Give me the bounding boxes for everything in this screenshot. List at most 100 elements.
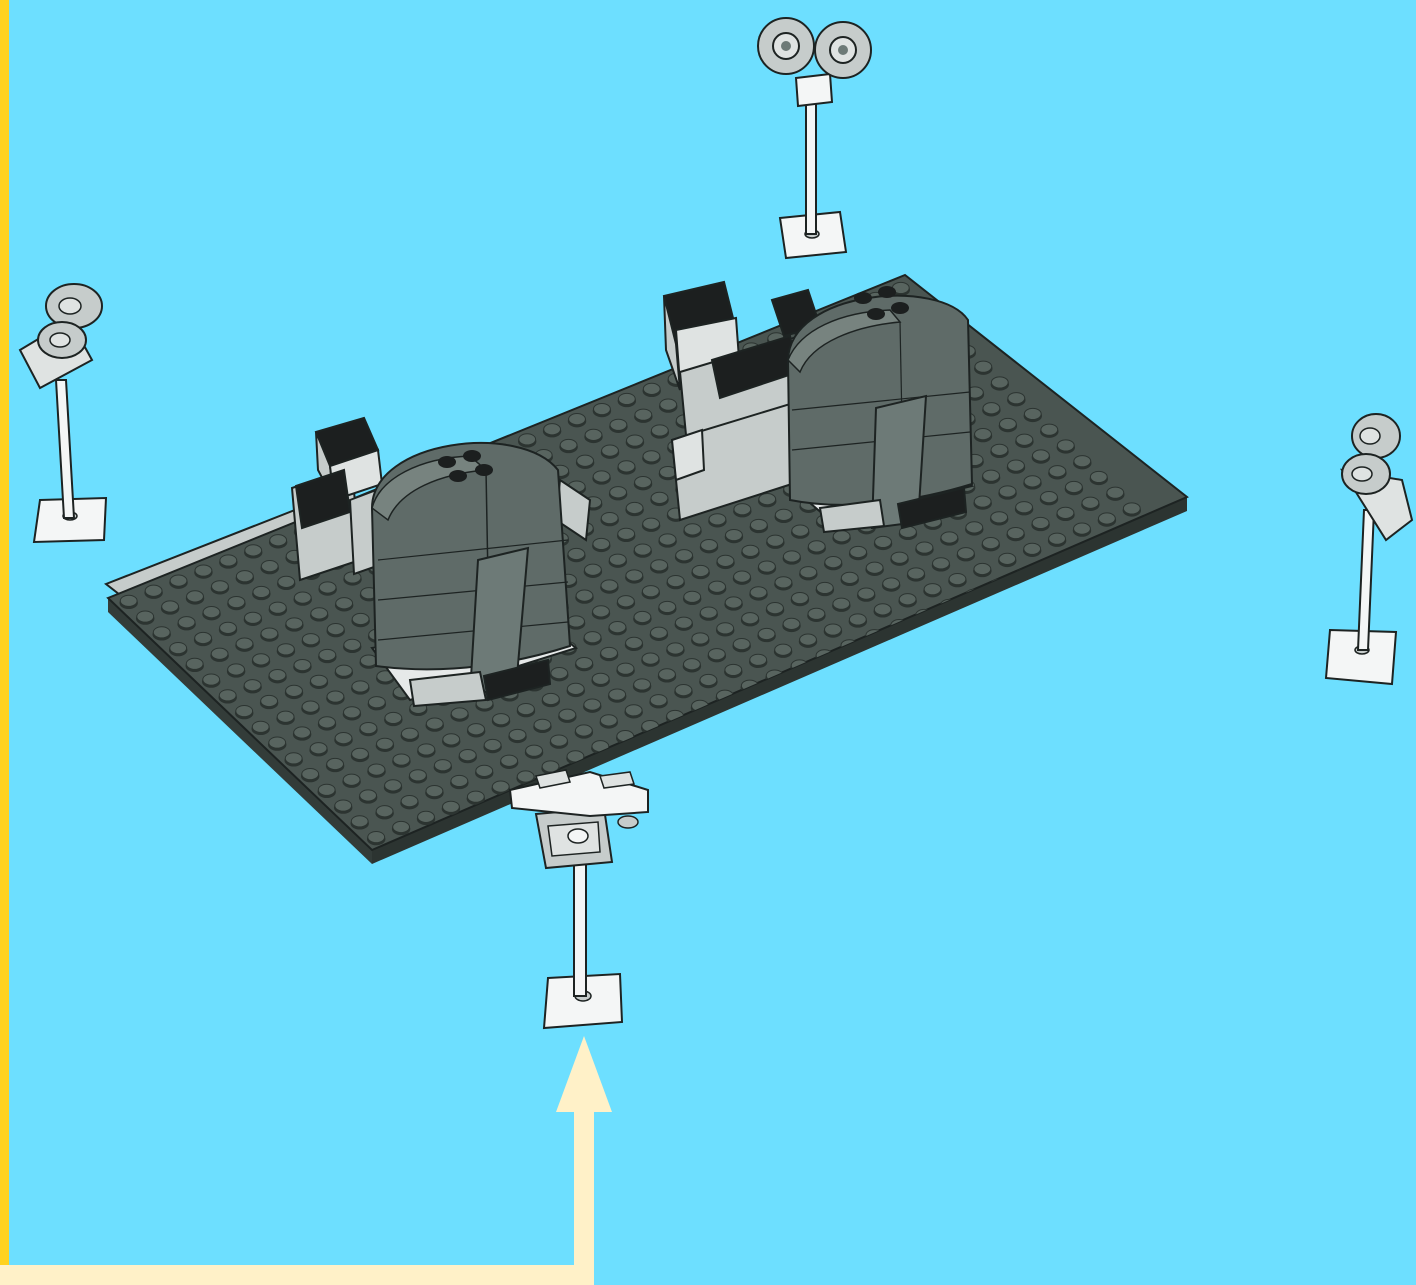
baseplate-stud-top (642, 586, 659, 597)
baseplate-stud-top (577, 455, 594, 466)
baseplate-stud-top (941, 532, 958, 543)
baseplate-stud-top (385, 780, 402, 791)
baseplate-stud-top (518, 703, 535, 714)
baseplate-stud-top (492, 781, 509, 792)
baseplate-stud-top (999, 553, 1016, 564)
baseplate-stud-top (841, 572, 858, 583)
baseplate-stud-top (401, 728, 418, 739)
baseplate-stud-top (501, 755, 518, 766)
baseplate-stud-top (519, 434, 536, 445)
baseplate-stud-top (609, 622, 626, 633)
baseplate-stud-top (991, 444, 1008, 455)
baseplate-stud-top (278, 576, 295, 587)
baseplate-stud-top (327, 624, 344, 635)
baseplate-stud-top (476, 765, 493, 776)
baseplate-stud-top (708, 649, 725, 660)
baseplate-stud-top (344, 707, 361, 718)
baseplate-stud-top (660, 399, 677, 410)
baseplate-stud-top (916, 542, 933, 553)
baseplate-stud-top (1057, 507, 1074, 518)
baseplate-stud-top (750, 519, 767, 530)
baseplate-stud-top (635, 409, 652, 420)
baseplate-stud-top (874, 604, 891, 615)
baseplate-stud-top (569, 414, 586, 425)
baseplate-stud-top (335, 733, 352, 744)
baseplate-stud-top (592, 673, 609, 684)
baseplate-stud-top (593, 471, 610, 482)
baseplate-stud-top (252, 721, 269, 732)
baseplate-stud-top (750, 587, 767, 598)
baseplate-stud-top (376, 806, 393, 817)
baseplate-stud-top (733, 638, 750, 649)
baseplate-stud-top (344, 639, 361, 650)
baseplate-stud-top (451, 775, 468, 786)
baseplate-stud-top (286, 685, 303, 696)
light-pole-left (20, 284, 106, 542)
baseplate-stud-top (560, 439, 577, 450)
baseplate-stud-top (137, 611, 154, 622)
baseplate-stud-top (991, 512, 1008, 523)
baseplate-stud-top (601, 580, 618, 591)
baseplate-stud-top (261, 628, 278, 639)
baseplate-stud-top (352, 613, 369, 624)
baseplate-stud-top (385, 712, 402, 723)
baseplate-stud-top (228, 596, 245, 607)
baseplate-stud-top (245, 612, 262, 623)
baseplate-stud-top (335, 665, 352, 676)
baseplate-stud-top (800, 567, 817, 578)
baseplate-stud-top (825, 624, 842, 635)
baseplate-stud-top (783, 618, 800, 629)
baseplate-stud-top (600, 715, 617, 726)
baseplate-stud-top (1082, 497, 1099, 508)
baseplate-stud-top (468, 724, 485, 735)
baseplate-stud-top (418, 811, 435, 822)
baseplate-stud-top (576, 657, 593, 668)
baseplate-stud-top (211, 648, 228, 659)
baseplate-stud-top (617, 596, 634, 607)
baseplate-stud-top (568, 548, 585, 559)
baseplate-stud-top (792, 592, 809, 603)
baseplate-stud-top (643, 451, 660, 462)
baseplate-stud-top (294, 659, 311, 670)
baseplate-stud-top (642, 653, 659, 664)
baseplate-stud-top (643, 518, 660, 529)
baseplate-stud-top (660, 466, 677, 477)
light-pole-right (1326, 414, 1412, 684)
baseplate-stud-top (683, 659, 700, 670)
baseplate-stud-top (368, 764, 385, 775)
baseplate-stud-top (311, 608, 328, 619)
baseplate-stud-top (187, 591, 204, 602)
baseplate-stud-top (750, 654, 767, 665)
baseplate-stud-top (800, 634, 817, 645)
baseplate-stud-top (220, 555, 237, 566)
baseplate-stud-top (767, 603, 784, 614)
baseplate-stud-top (1024, 476, 1041, 487)
baseplate-stud-top (245, 545, 262, 556)
baseplate-stud-top (559, 709, 576, 720)
baseplate-stud-top (1123, 503, 1140, 514)
baseplate-stud-top (999, 486, 1016, 497)
baseplate-stud-top (783, 551, 800, 562)
baseplate-stud-top (975, 429, 992, 440)
baseplate-stud-top (228, 664, 245, 675)
baseplate-stud-top (700, 674, 717, 685)
baseplate-stud-top (1024, 543, 1041, 554)
baseplate-stud-top (1032, 450, 1049, 461)
baseplate-stud-top (393, 754, 410, 765)
tombstone-right (788, 286, 972, 532)
baseplate-stud-top (659, 534, 676, 545)
baseplate-stud-top (203, 607, 220, 618)
baseplate-stud-top (352, 681, 369, 692)
baseplate-stud-top (684, 524, 701, 535)
baseplate-stud-top (1016, 434, 1033, 445)
baseplate-stud-top (575, 725, 592, 736)
baseplate-stud-top (833, 598, 850, 609)
baseplate-stud-top (542, 693, 559, 704)
baseplate-stud-top (933, 558, 950, 569)
baseplate-stud-top (983, 403, 1000, 414)
baseplate-stud-top (1098, 513, 1115, 524)
baseplate-stud-top (808, 541, 825, 552)
baseplate-stud-top (635, 477, 652, 488)
baseplate-stud-top (701, 540, 718, 551)
baseplate-stud-top (178, 617, 195, 628)
